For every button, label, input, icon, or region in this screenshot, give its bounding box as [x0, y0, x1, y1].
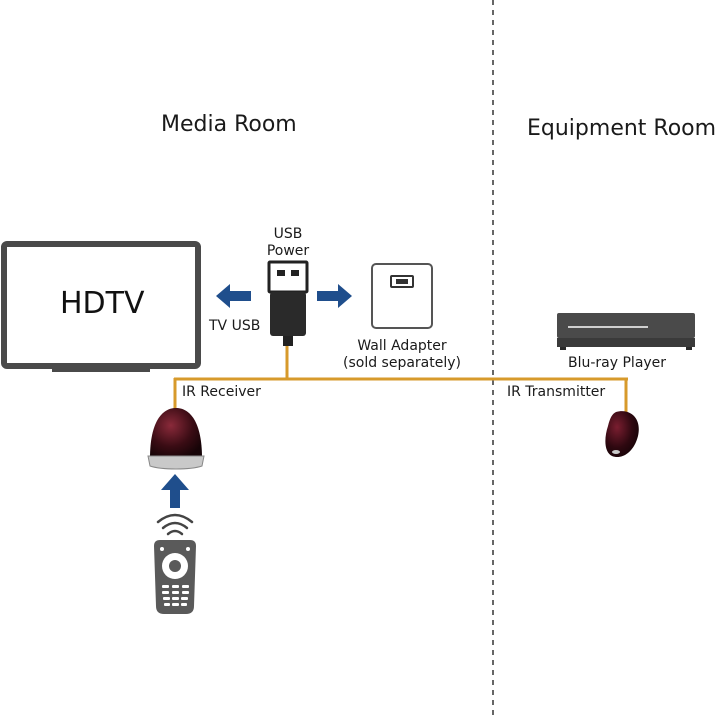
ir-transmitter-icon [605, 411, 639, 458]
arrow-left-icon [216, 284, 251, 308]
ir-receiver-icon [147, 408, 205, 470]
arrow-right-icon [317, 284, 352, 308]
bluray-player-icon [557, 313, 695, 350]
usb-plug-icon [267, 260, 309, 346]
usb-power-line1: USB [273, 226, 303, 242]
ir-cable [173, 345, 628, 412]
wall-adapter-icon [371, 263, 433, 329]
ir-transmitter-label: IR Transmitter [507, 384, 606, 400]
bluray-label: Blu-ray Player [568, 355, 667, 371]
remote-control-icon [154, 540, 196, 614]
signal-waves-icon [156, 513, 194, 536]
tv-usb-label: TV USB [209, 318, 261, 334]
tv-label: HDTV [60, 286, 145, 321]
media-room-title: Media Room [161, 112, 297, 137]
wall-adapter-line1: Wall Adapter [357, 338, 447, 354]
wall-adapter-line2: (sold separately) [343, 355, 461, 371]
ir-receiver-label: IR Receiver [182, 384, 261, 400]
usb-power-label: USB Power [258, 226, 318, 260]
tv-icon [1, 241, 201, 372]
usb-power-line2: Power [266, 243, 310, 259]
equipment-room-title: Equipment Room [527, 116, 717, 141]
wall-adapter-label: Wall Adapter (sold separately) [332, 338, 472, 372]
arrow-up-icon [161, 474, 189, 508]
